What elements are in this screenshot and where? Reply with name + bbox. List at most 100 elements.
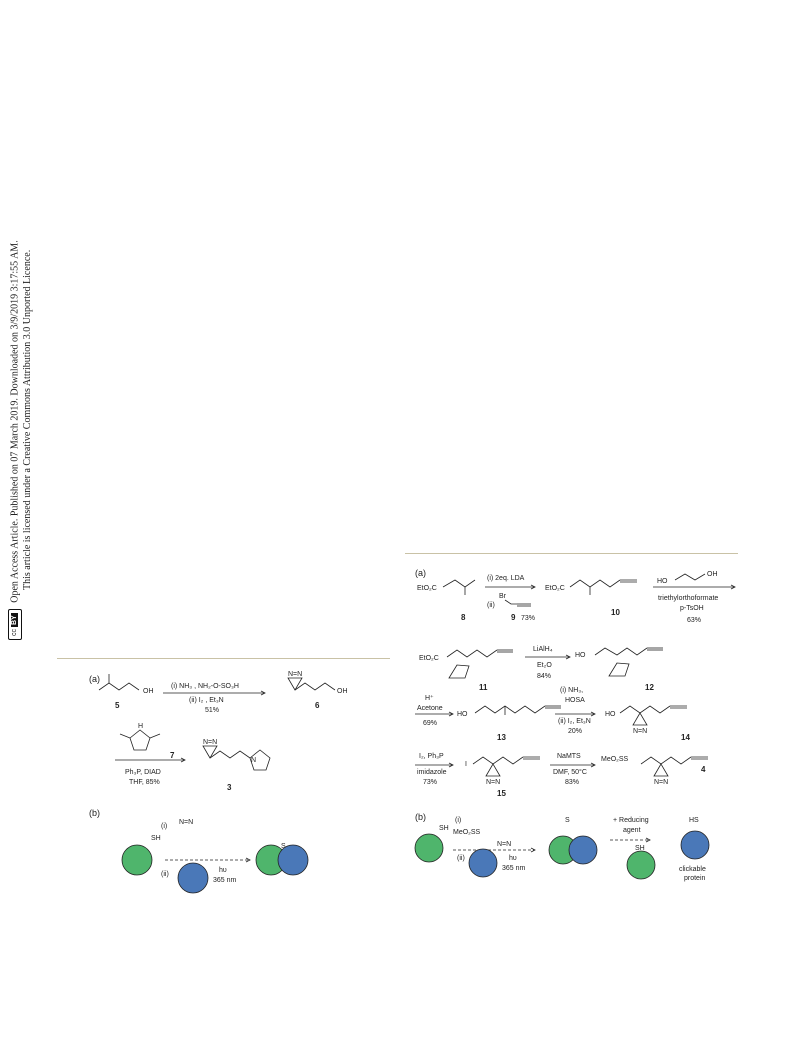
svg-text:imidazole: imidazole	[417, 769, 447, 776]
svg-text:73%: 73%	[521, 615, 535, 622]
license-sidebar: ccBY Open Access Article. Published on 0…	[4, 10, 44, 640]
svg-text:(ii): (ii)	[487, 602, 495, 609]
svg-text:clickable: clickable	[679, 866, 706, 873]
svg-text:(ii): (ii)	[161, 871, 169, 878]
svg-text:SH: SH	[635, 845, 645, 852]
svg-text:hυ: hυ	[509, 855, 517, 862]
svg-text:THF, 85%: THF, 85%	[129, 779, 160, 786]
svg-text:p-TsOH: p-TsOH	[680, 605, 704, 612]
divider-right	[405, 553, 738, 554]
svg-text:LiAlH₄: LiAlH₄	[533, 646, 553, 653]
svg-text:N=N: N=N	[203, 739, 217, 746]
svg-text:I: I	[465, 761, 467, 768]
compound-12: 12	[645, 683, 654, 692]
svg-text:I₂, Ph₃P: I₂, Ph₃P	[419, 753, 444, 760]
svg-text:51%: 51%	[205, 707, 219, 714]
svg-text:HO: HO	[657, 578, 668, 585]
protein-green-1	[414, 833, 444, 863]
svg-text:(i) NH₃ , NH₂-O-SO₃H: (i) NH₃ , NH₂-O-SO₃H	[171, 683, 239, 690]
compound-14: 14	[681, 733, 690, 742]
svg-text:365 nm: 365 nm	[502, 865, 526, 872]
svg-text:20%: 20%	[568, 728, 582, 735]
panel-label-a-left: (a)	[89, 674, 100, 684]
svg-text:N=N: N=N	[486, 779, 500, 786]
svg-text:(i) NH₃,: (i) NH₃,	[560, 687, 583, 694]
svg-text:MeO₂SS: MeO₂SS	[601, 756, 629, 763]
svg-text:N=N: N=N	[288, 671, 302, 678]
svg-text:S: S	[565, 817, 570, 824]
svg-text:S: S	[281, 843, 286, 850]
svg-text:HS: HS	[689, 817, 699, 824]
compound-11: 11	[479, 683, 488, 692]
svg-text:N=N: N=N	[179, 819, 193, 826]
svg-text:N=N: N=N	[497, 841, 511, 848]
svg-text:365 nm: 365 nm	[213, 877, 237, 884]
svg-text:73%: 73%	[423, 779, 437, 786]
svg-text:(ii): (ii)	[457, 855, 465, 862]
svg-text:+ Reducing: + Reducing	[613, 817, 649, 824]
svg-text:protein: protein	[684, 875, 706, 882]
svg-text:DMF, 50°C: DMF, 50°C	[553, 768, 587, 776]
svg-text:(i): (i)	[455, 817, 461, 824]
svg-text:OH: OH	[707, 571, 718, 578]
svg-text:H: H	[138, 723, 143, 730]
svg-text:MeO₂SS: MeO₂SS	[453, 829, 481, 836]
svg-text:63%: 63%	[687, 617, 701, 624]
panel-label-b-right: (b)	[415, 812, 426, 822]
svg-text:(ii) I₂ , Et₃N: (ii) I₂ , Et₃N	[189, 697, 224, 704]
svg-text:SH: SH	[439, 825, 449, 832]
svg-text:N: N	[251, 757, 256, 764]
protein-blue-2	[568, 835, 598, 865]
svg-text:(ii) I₂, Et₃N: (ii) I₂, Et₃N	[558, 718, 591, 725]
compound-10: 10	[611, 608, 620, 617]
svg-text:Ph₃P, DIAD: Ph₃P, DIAD	[125, 769, 161, 776]
publication-notice: Open Access Article. Published on 07 Mar…	[9, 240, 21, 603]
compound-5: 5	[115, 701, 120, 710]
panel-label-a-right: (a)	[415, 568, 426, 578]
svg-text:agent: agent	[623, 827, 641, 834]
divider-left	[57, 658, 390, 659]
svg-text:HOSA: HOSA	[565, 697, 585, 704]
svg-text:Et₂O: Et₂O	[537, 662, 552, 669]
svg-text:(i) 2eq. LDA: (i) 2eq. LDA	[487, 575, 525, 582]
svg-text:HO: HO	[605, 711, 616, 718]
svg-text:OH: OH	[337, 688, 348, 695]
svg-text:hυ: hυ	[219, 867, 227, 874]
panel-label-b-left: (b)	[89, 808, 100, 818]
protein-blue-left	[177, 862, 209, 894]
svg-text:EtO₂C: EtO₂C	[545, 585, 565, 592]
svg-text:Br: Br	[499, 593, 507, 600]
svg-text:(i): (i)	[161, 823, 167, 830]
svg-text:N=N: N=N	[654, 779, 668, 786]
scheme-right: (a) EtO₂C 8 (i) 2eq. LDA Br (ii) 9 73% E…	[414, 568, 736, 882]
compound-4: 4	[701, 765, 706, 774]
svg-text:OH: OH	[143, 688, 154, 695]
protein-blue-1	[468, 848, 498, 878]
svg-text:N=N: N=N	[633, 728, 647, 735]
compound-9: 9	[511, 613, 516, 622]
svg-text:Acetone: Acetone	[417, 705, 443, 712]
svg-text:HO: HO	[457, 711, 468, 718]
compound-6: 6	[315, 701, 320, 710]
compound-13: 13	[497, 733, 506, 742]
svg-text:H⁺: H⁺	[425, 694, 434, 702]
cc-by-badge: ccBY	[8, 609, 22, 640]
scheme-left: (a) OH 5 (i) NH₃ , NH₂-O-SO₃H (ii) I₂ , …	[89, 671, 348, 894]
license-notice: This article is licensed under a Creativ…	[22, 249, 33, 590]
svg-text:NaMTS: NaMTS	[557, 753, 581, 760]
svg-text:HO: HO	[575, 652, 586, 659]
compound-7: 7	[170, 751, 175, 760]
protein-green-3	[626, 850, 656, 880]
svg-text:EtO₂C: EtO₂C	[417, 585, 437, 592]
svg-text:triethylorthoformate: triethylorthoformate	[658, 595, 718, 602]
svg-text:69%: 69%	[423, 720, 437, 727]
protein-green-left	[121, 844, 153, 876]
compound-15: 15	[497, 789, 506, 798]
svg-text:EtO₂C: EtO₂C	[419, 655, 439, 662]
compound-8: 8	[461, 613, 466, 622]
clickable-protein	[680, 830, 710, 860]
svg-text:SH: SH	[151, 835, 161, 842]
svg-text:84%: 84%	[537, 673, 551, 680]
svg-text:83%: 83%	[565, 779, 579, 786]
compound-3: 3	[227, 783, 232, 792]
